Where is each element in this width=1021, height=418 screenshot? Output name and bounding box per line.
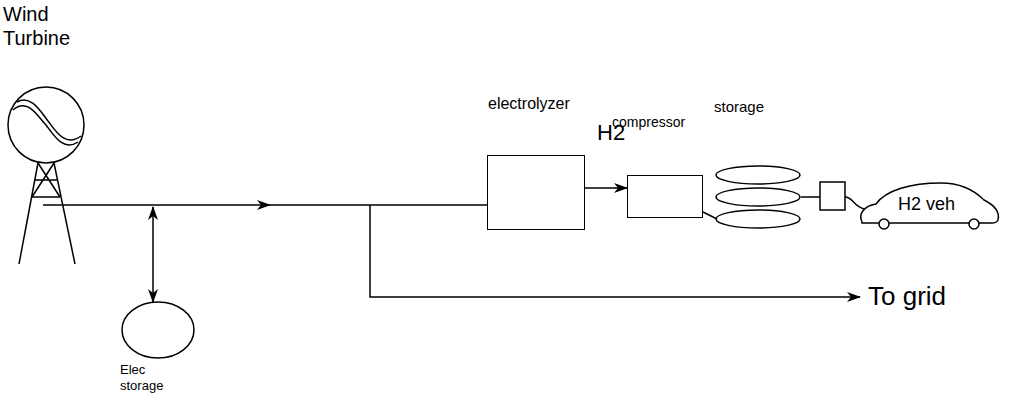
node-label: Elec storage [120, 362, 182, 393]
connector [703, 212, 717, 219]
connector [95, 204, 487, 206]
node-label: storage [714, 98, 764, 116]
tank-ellipse [716, 188, 800, 206]
tower-leg [54, 163, 75, 264]
connector [585, 187, 627, 189]
car-wheel [879, 219, 889, 229]
tower-leg [19, 163, 38, 264]
wire-stub [43, 204, 95, 206]
node-label: Wind Turbine [3, 2, 93, 50]
rotor-blade [17, 100, 81, 140]
process-box: compressor [627, 175, 703, 218]
connector [152, 207, 154, 302]
tower-brace [32, 163, 60, 197]
storage-ellipse: Elec storage [118, 300, 202, 412]
tank-ellipse [716, 166, 800, 184]
grid-wire [370, 205, 860, 297]
flow-label: H2 [597, 120, 625, 146]
ellipse-outline [118, 300, 202, 412]
car-wheel [969, 219, 979, 229]
rotor-circle [8, 87, 84, 163]
node-label: electrolyzer [488, 94, 570, 113]
process-box: electrolyzer [487, 155, 585, 230]
vehicle: H2 veh [856, 178, 1002, 230]
node-label: H2 veh [898, 194, 955, 216]
destination-label: To grid [868, 281, 946, 312]
storage-ellipse-outline [122, 302, 194, 358]
car-body [861, 183, 999, 223]
dispenser-pipe [801, 196, 820, 198]
wind-turbine: Wind Turbine [3, 2, 95, 268]
tank-ellipse [716, 210, 800, 228]
dispenser-box [820, 182, 845, 210]
storage-tanks: storage [714, 164, 802, 230]
tanks-outline [714, 164, 802, 230]
dispenser-hose [845, 197, 864, 209]
